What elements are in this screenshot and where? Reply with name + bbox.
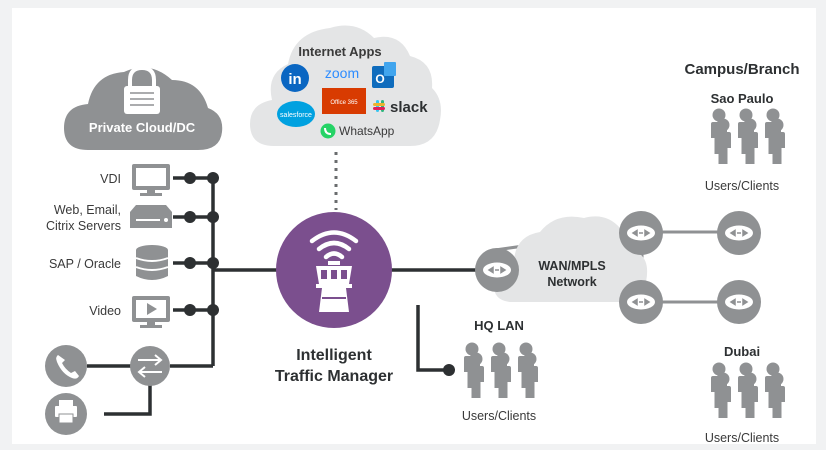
svg-text:in: in	[288, 71, 301, 88]
svg-text:WhatsApp: WhatsApp	[339, 124, 395, 138]
campus-branch: Campus/Branch Sao Paulo Users/Clients Du…	[684, 61, 799, 445]
slack-icon: slack	[373, 99, 428, 116]
wan-label-1: WAN/MPLS	[538, 259, 605, 273]
hq-router-icon	[474, 247, 520, 293]
wan-router-bottom-icon	[618, 279, 664, 325]
hq-lan-title: HQ LAN	[474, 318, 524, 333]
dc-item-vdi: VDI	[100, 164, 170, 196]
traffic-manager-label-2: Traffic Manager	[275, 368, 393, 385]
whatsapp-icon: WhatsApp	[320, 123, 395, 139]
salesforce-icon: salesforce	[277, 101, 315, 127]
svg-text:slack: slack	[390, 99, 428, 116]
sao-paulo-users-label: Users/Clients	[705, 179, 779, 193]
dubai-title: Dubai	[724, 344, 760, 359]
video-label: Video	[89, 304, 121, 318]
private-cloud: Private Cloud/DC	[64, 65, 223, 150]
dc-item-web-servers: Web, Email, Citrix Servers	[46, 203, 172, 233]
web-servers-label-2: Citrix Servers	[46, 219, 121, 233]
dc-item-sap-oracle: SAP / Oracle	[49, 245, 169, 280]
sap-oracle-label: SAP / Oracle	[49, 257, 121, 271]
traffic-manager: Intelligent Traffic Manager	[275, 212, 393, 385]
office365-icon: Office 365	[322, 88, 366, 114]
wan-cloud-shape	[493, 216, 648, 302]
hq-users-label: Users/Clients	[462, 409, 536, 423]
dubai-users-label: Users/Clients	[705, 431, 779, 445]
lock-icon	[124, 65, 160, 114]
switch-icon	[130, 346, 170, 386]
sao-paulo-router-icon	[716, 210, 762, 256]
svg-text:O: O	[375, 72, 384, 86]
outlook-icon: O	[372, 62, 396, 88]
wan-label-2: Network	[547, 275, 596, 289]
control-tower-icon	[316, 261, 352, 312]
svg-text:salesforce: salesforce	[280, 112, 312, 119]
phone-icon	[45, 345, 87, 387]
internet-apps-title: Internet Apps	[298, 44, 381, 59]
dubai-router-icon	[716, 279, 762, 325]
hq-lan: HQ LAN Users/Clients	[462, 318, 538, 423]
database-icon	[135, 245, 169, 280]
sao-paulo-title: Sao Paulo	[711, 91, 774, 106]
wan-router-top-icon	[618, 210, 664, 256]
traffic-manager-label-1: Intelligent	[296, 347, 372, 364]
zoom-icon: zoom	[325, 65, 359, 81]
server-icon	[130, 205, 172, 228]
dubai-users-icon	[711, 362, 785, 418]
wifi-icon	[309, 230, 359, 260]
linkedin-icon: in	[281, 64, 309, 92]
wan-cloud: WAN/MPLS Network	[493, 216, 648, 302]
video-monitor-icon	[132, 296, 170, 328]
web-servers-label-1: Web, Email,	[54, 203, 121, 217]
sao-paulo-users-icon	[711, 108, 785, 164]
internet-apps-cloud: Internet Apps in zoom O Office 365 sales…	[250, 25, 441, 147]
vdi-label: VDI	[100, 172, 121, 186]
printer-icon	[45, 393, 87, 435]
hq-users-icon	[464, 342, 538, 398]
svg-text:Office 365: Office 365	[330, 100, 358, 106]
private-cloud-label: Private Cloud/DC	[89, 120, 196, 135]
monitor-icon	[132, 164, 170, 196]
dc-item-video: Video	[89, 296, 170, 328]
campus-title: Campus/Branch	[684, 61, 799, 78]
